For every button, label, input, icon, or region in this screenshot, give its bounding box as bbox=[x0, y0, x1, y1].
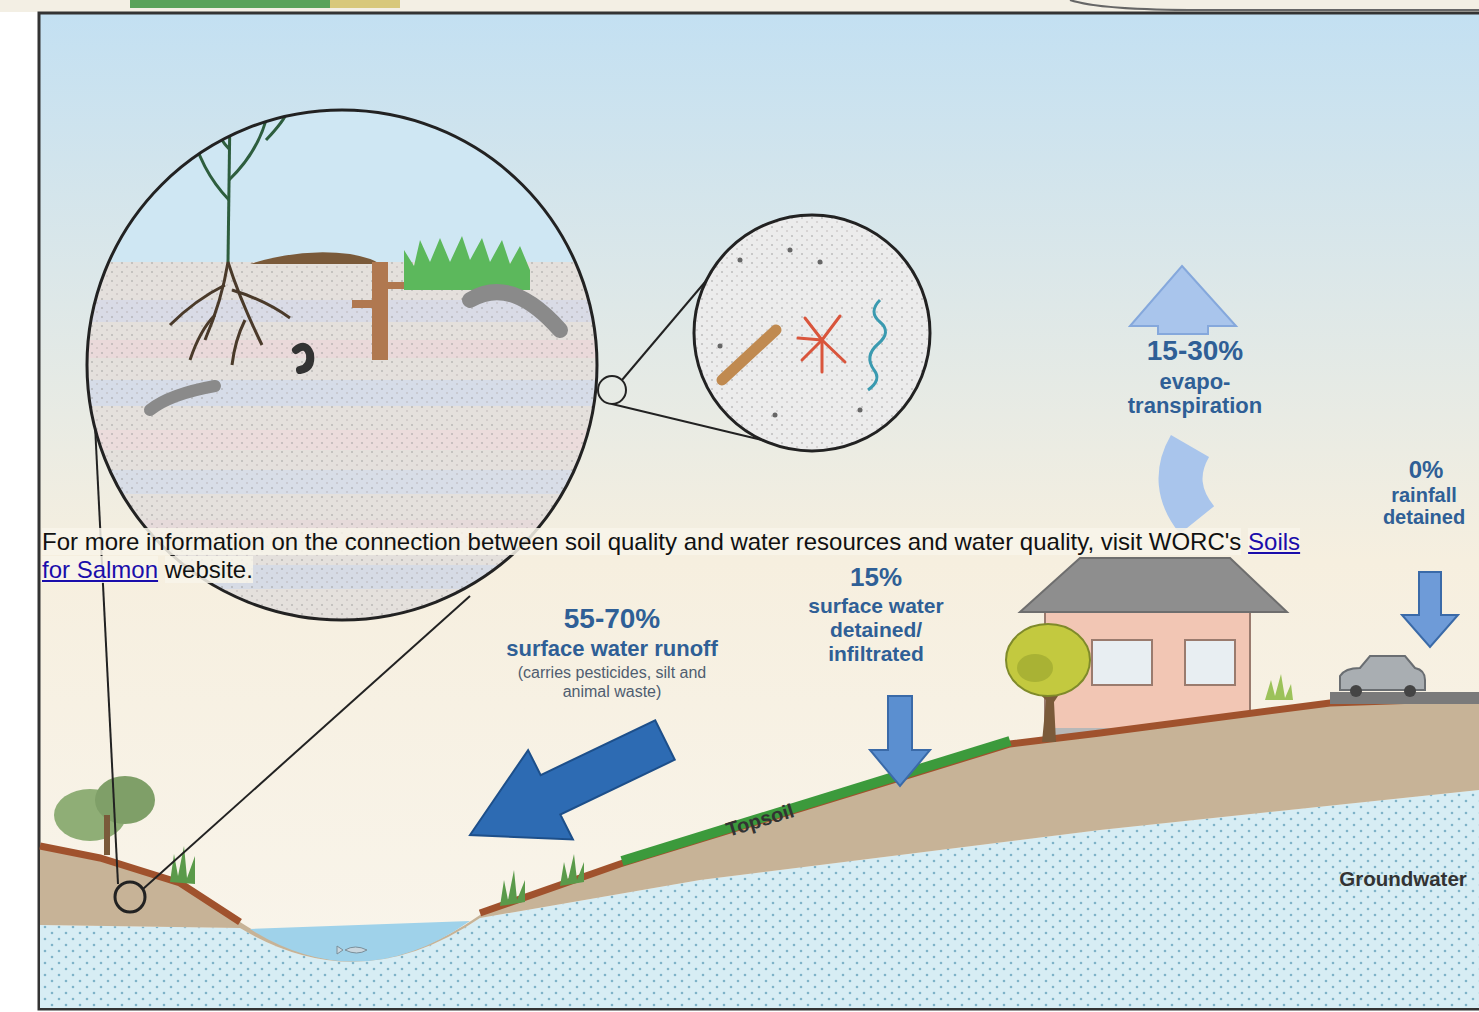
layer-label: Groundwater bbox=[1339, 866, 1467, 892]
percentage: 15% bbox=[816, 562, 936, 592]
earthworm bbox=[470, 292, 560, 330]
microbe-ground bbox=[690, 210, 940, 460]
house-roof bbox=[1020, 558, 1287, 612]
car-body bbox=[1340, 656, 1425, 690]
flow-label: rainfall detained bbox=[1376, 484, 1472, 528]
footnote-text: For more information on the connection b… bbox=[42, 528, 1241, 555]
plant-branch bbox=[266, 110, 288, 140]
tree-crown bbox=[1006, 624, 1090, 696]
zoom-marker bbox=[598, 376, 626, 404]
panel bbox=[39, 13, 1479, 1009]
creek bbox=[250, 921, 470, 962]
top-strip bbox=[0, 0, 1479, 12]
runoff-arrow bbox=[470, 720, 675, 839]
evapotranspiration-arrow-tail bbox=[1181, 446, 1197, 520]
microbe-magnifier-border bbox=[694, 215, 930, 451]
plant bbox=[190, 100, 288, 262]
grass-tuft bbox=[500, 870, 525, 906]
fungus-branch bbox=[798, 338, 822, 340]
root bbox=[205, 262, 228, 340]
earthworm bbox=[150, 386, 215, 410]
flow-label: surface water runoff bbox=[452, 636, 772, 662]
root bbox=[170, 285, 225, 325]
root bbox=[228, 262, 262, 345]
microbe-rod bbox=[722, 330, 776, 380]
microbe-dot bbox=[773, 413, 778, 418]
grass-tuft bbox=[560, 854, 584, 886]
fungus-branch bbox=[822, 316, 840, 340]
fungus-branch bbox=[802, 340, 822, 360]
grass-tuft bbox=[170, 846, 195, 884]
topsoil-strip bbox=[622, 741, 1010, 861]
footnote: For more information on the connection b… bbox=[42, 528, 1307, 584]
fungus-branch bbox=[805, 318, 822, 340]
ground-surface bbox=[40, 698, 1479, 922]
tree-crown-shade bbox=[1017, 654, 1053, 682]
grass bbox=[404, 236, 530, 290]
microbe-dot bbox=[738, 258, 743, 263]
microbe-speckle bbox=[690, 210, 940, 460]
evapotranspiration-arrow-head bbox=[1130, 266, 1236, 334]
microbe-magnifier bbox=[690, 210, 940, 460]
top-strip-outline bbox=[1070, 0, 1479, 10]
ground bbox=[40, 700, 1479, 962]
microbe-dot bbox=[718, 344, 723, 349]
car-wheel bbox=[1350, 685, 1362, 697]
microbe-dot bbox=[858, 408, 863, 413]
shrub bbox=[1265, 674, 1293, 700]
percentage: 15-30% bbox=[1110, 336, 1280, 366]
top-strip-green bbox=[130, 0, 330, 8]
leader-line bbox=[143, 596, 470, 889]
car bbox=[1340, 656, 1425, 697]
root bbox=[232, 320, 245, 365]
root-stake bbox=[372, 262, 388, 360]
flow-label: evapo- transpiration bbox=[1105, 370, 1285, 418]
root bbox=[232, 290, 290, 318]
infiltration-arrow bbox=[870, 696, 930, 786]
house-window bbox=[1092, 640, 1152, 685]
fish bbox=[337, 946, 367, 954]
microbe-dot bbox=[818, 260, 823, 265]
groundwater bbox=[40, 790, 1479, 1008]
plant-branch bbox=[190, 125, 229, 200]
tree bbox=[1006, 624, 1090, 742]
microbe-dot bbox=[788, 248, 793, 253]
root-stake-branch bbox=[352, 300, 374, 308]
grub bbox=[296, 347, 310, 370]
car-wheel bbox=[1404, 685, 1416, 697]
root-stake-branch bbox=[386, 282, 404, 289]
flow-note: (carries pesticides, silt and animal was… bbox=[512, 663, 712, 701]
plant-stem bbox=[228, 110, 230, 262]
rainfall-arrow bbox=[1402, 572, 1458, 647]
root bbox=[190, 315, 215, 360]
flow-label: surface water detained/ infiltrated bbox=[786, 594, 966, 666]
soil-speckle bbox=[80, 262, 610, 632]
house-window bbox=[1185, 640, 1235, 685]
microbe-fungus bbox=[798, 316, 845, 372]
zoom-marker bbox=[115, 882, 145, 912]
fungus-branch bbox=[821, 340, 824, 372]
bush-trunk bbox=[104, 815, 110, 855]
percentage: 55-70% bbox=[532, 603, 692, 635]
magnifier-soil bbox=[80, 262, 610, 632]
top-strip-yellow bbox=[330, 0, 400, 8]
microbe-strand bbox=[868, 300, 886, 390]
percentage: 0% bbox=[1378, 456, 1474, 484]
roots bbox=[170, 262, 290, 365]
soil-mound bbox=[250, 252, 380, 264]
fungus-branch bbox=[822, 340, 845, 362]
footnote-text: website. bbox=[165, 556, 253, 583]
